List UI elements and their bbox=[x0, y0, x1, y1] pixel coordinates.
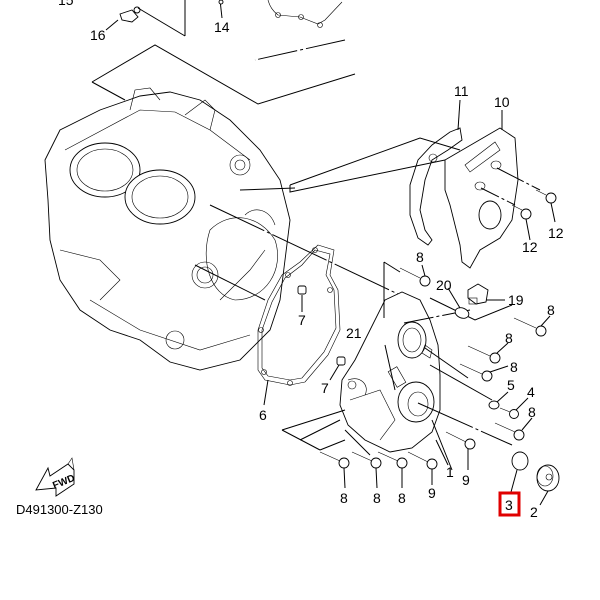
diagram-code: D491300-Z130 bbox=[16, 502, 103, 517]
callout-3[interactable]: 3 bbox=[505, 497, 513, 513]
callout-9b[interactable]: 9 bbox=[428, 485, 436, 501]
callout-10[interactable]: 10 bbox=[494, 94, 510, 110]
callout-1[interactable]: 1 bbox=[446, 464, 454, 480]
part-10-cover[interactable] bbox=[444, 127, 519, 269]
leader-6 bbox=[263, 379, 269, 406]
fwd-arrow-icon: FWD bbox=[35, 457, 77, 497]
crankcase-assembly bbox=[44, 87, 291, 371]
part-8-bolt-c[interactable] bbox=[467, 345, 501, 364]
callout-14[interactable]: 14 bbox=[214, 19, 230, 35]
part-8-bolt-e[interactable] bbox=[494, 422, 525, 441]
callout-8g[interactable]: 8 bbox=[373, 490, 381, 506]
callout-8e[interactable]: 8 bbox=[528, 404, 536, 420]
part-8-bolt-a[interactable] bbox=[399, 267, 431, 287]
part-7-dowel-a[interactable] bbox=[297, 285, 307, 295]
part-6-gasket[interactable] bbox=[257, 244, 341, 386]
callout-8c[interactable]: 8 bbox=[505, 330, 513, 346]
part-19-oil-filler-plug[interactable] bbox=[467, 283, 489, 305]
part-20-o-ring[interactable] bbox=[454, 306, 471, 320]
callout-7a[interactable]: 7 bbox=[298, 312, 306, 328]
part-12-bolt-b[interactable] bbox=[511, 204, 532, 220]
part-8-bolt-f[interactable] bbox=[377, 451, 408, 469]
callout-11[interactable]: 11 bbox=[454, 83, 469, 99]
callout-8b[interactable]: 8 bbox=[547, 302, 555, 318]
leader-21 bbox=[384, 344, 396, 391]
callout-21[interactable]: 21 bbox=[346, 325, 362, 341]
callout-3-highlighted[interactable]: 3 bbox=[498, 491, 521, 517]
part-8-bolt-b[interactable] bbox=[513, 317, 547, 337]
callout-19[interactable]: 19 bbox=[508, 292, 524, 308]
part-3-o-ring[interactable] bbox=[511, 451, 529, 471]
part-7-dowel-b[interactable] bbox=[336, 356, 346, 366]
part-12-bolt-a[interactable] bbox=[535, 189, 557, 204]
part-8-bolt-d[interactable] bbox=[459, 363, 493, 382]
part-9-bolt-a[interactable] bbox=[445, 431, 476, 450]
callout-20[interactable]: 20 bbox=[436, 277, 452, 293]
callout-7b[interactable]: 7 bbox=[321, 380, 329, 396]
callout-12a[interactable]: 12 bbox=[548, 225, 564, 241]
callout-2[interactable]: 2 bbox=[530, 504, 538, 520]
callout-6[interactable]: 6 bbox=[259, 407, 267, 423]
part-16-clip[interactable] bbox=[119, 6, 141, 23]
part-8-bolt-g[interactable] bbox=[351, 451, 382, 469]
part-2-cap[interactable] bbox=[536, 464, 560, 492]
highlight-box bbox=[498, 491, 521, 517]
leader-16 bbox=[105, 19, 119, 31]
callout-9a[interactable]: 9 bbox=[462, 472, 470, 488]
callout-8d[interactable]: 8 bbox=[510, 359, 518, 375]
callout-8f[interactable]: 8 bbox=[340, 490, 348, 506]
callout-12b[interactable]: 12 bbox=[522, 239, 538, 255]
part-9-bolt-b[interactable] bbox=[407, 451, 438, 470]
part-4-bolt[interactable] bbox=[499, 407, 519, 419]
leader-11 bbox=[457, 99, 461, 131]
part-8-bolt-h[interactable] bbox=[319, 451, 350, 469]
callout-16[interactable]: 16 bbox=[90, 27, 106, 43]
gasket-top bbox=[267, 0, 343, 25]
callout-15[interactable]: 15 bbox=[58, 0, 74, 8]
callout-5[interactable]: 5 bbox=[507, 377, 515, 393]
callout-8a[interactable]: 8 bbox=[416, 249, 424, 265]
part-1-crankcase-cover[interactable] bbox=[339, 291, 441, 453]
callout-8h[interactable]: 8 bbox=[398, 490, 406, 506]
callout-4[interactable]: 4 bbox=[527, 384, 535, 400]
part-5-washer[interactable] bbox=[488, 400, 500, 410]
